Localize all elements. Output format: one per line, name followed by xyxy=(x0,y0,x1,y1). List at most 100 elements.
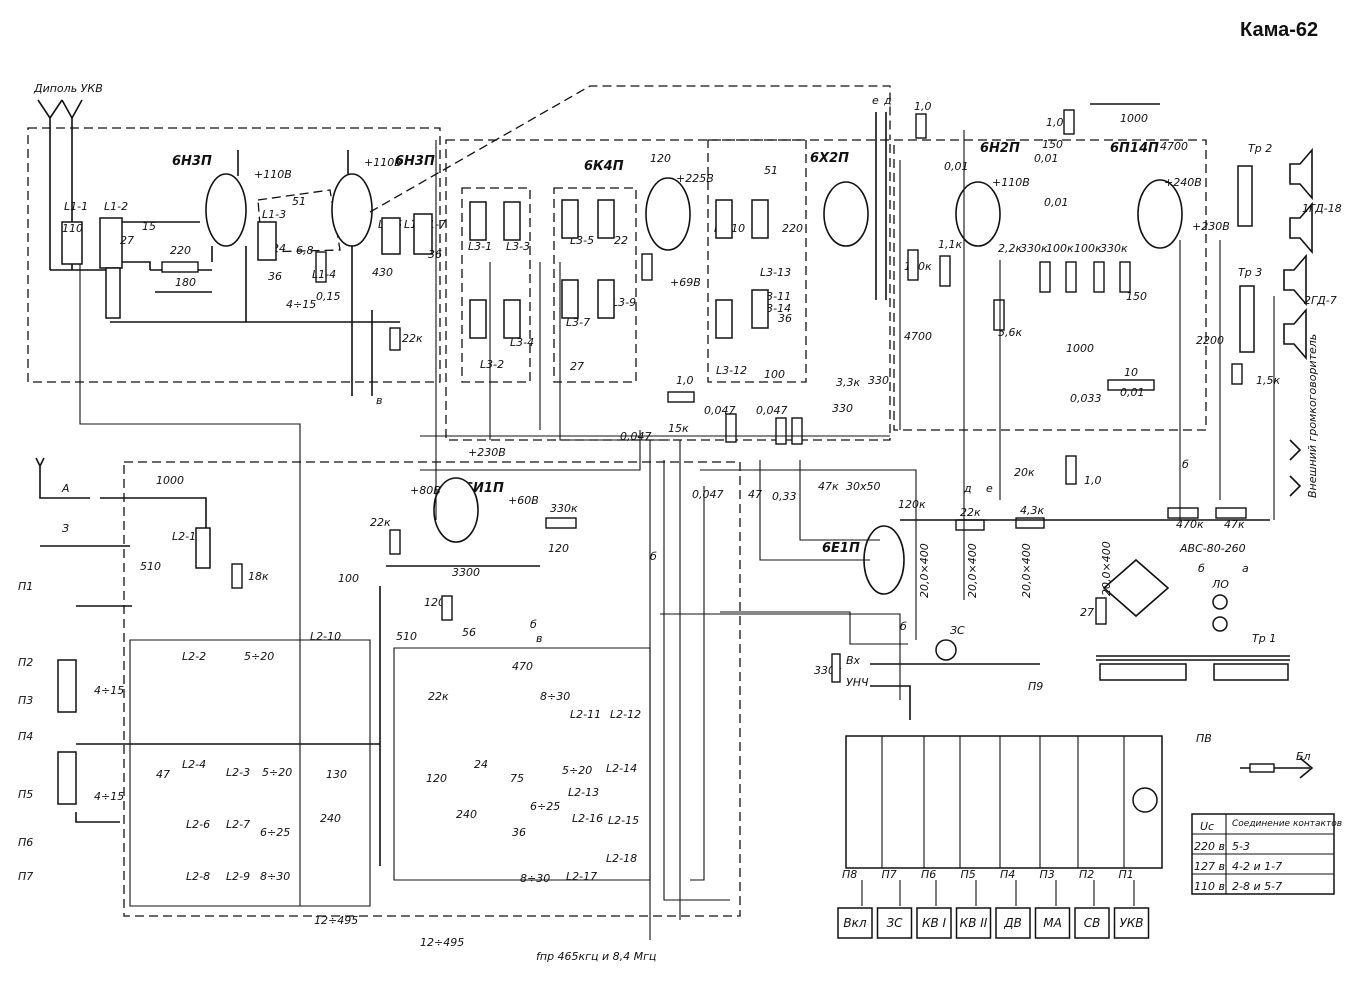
svg-text:330к: 330к xyxy=(1100,242,1128,255)
svg-text:6÷25: 6÷25 xyxy=(260,826,290,839)
svg-text:L3-7: L3-7 xyxy=(566,316,590,329)
svg-text:+80В: +80В xyxy=(410,484,441,497)
svg-text:12÷495: 12÷495 xyxy=(420,936,464,949)
svg-text:15к: 15к xyxy=(668,422,689,435)
button-switch-id: П7 xyxy=(882,868,897,881)
svg-text:1,0: 1,0 xyxy=(1046,116,1064,129)
svg-text:22к: 22к xyxy=(960,506,981,519)
svg-text:3,3к: 3,3к xyxy=(836,376,860,389)
tube-6x2p xyxy=(823,181,869,247)
svg-text:L1-2: L1-2 xyxy=(104,200,128,213)
svg-text:51: 51 xyxy=(292,195,306,208)
svg-text:47: 47 xyxy=(748,488,762,501)
button-label: КВ I xyxy=(922,916,947,930)
svg-text:100к: 100к xyxy=(1046,242,1074,255)
band-button[interactable]: П6 КВ I xyxy=(916,868,952,939)
svg-text:L2-6: L2-6 xyxy=(186,818,210,831)
tube-6n3p-1 xyxy=(205,173,247,247)
tube-label-6n3p-2: 6Н3П xyxy=(395,154,435,169)
svg-text:0,01: 0,01 xyxy=(1044,196,1069,209)
svg-text:L2-15: L2-15 xyxy=(608,814,639,827)
svg-text:Бл: Бл xyxy=(1296,750,1311,763)
button-switch-id: П6 xyxy=(921,868,936,881)
svg-text:180: 180 xyxy=(175,276,196,289)
svg-text:5÷20: 5÷20 xyxy=(562,764,592,777)
svg-text:510: 510 xyxy=(140,560,161,573)
svg-text:330: 330 xyxy=(832,402,853,415)
button-key[interactable] xyxy=(876,907,913,939)
svg-text:L3-2: L3-2 xyxy=(480,358,504,371)
svg-text:а: а xyxy=(1242,562,1249,575)
motor-zs-icon xyxy=(935,639,957,661)
button-key[interactable] xyxy=(1074,907,1110,939)
tube-label-6p14p: 6П14П xyxy=(1110,141,1159,156)
svg-text:ПВ: ПВ xyxy=(1196,732,1212,745)
svg-text:П6: П6 xyxy=(18,836,33,849)
dipole-label: Диполь УКВ xyxy=(33,82,103,95)
svg-text:4÷15: 4÷15 xyxy=(94,684,124,697)
button-label: КВ II xyxy=(960,916,988,930)
svg-text:L2-13: L2-13 xyxy=(568,786,599,799)
svg-text:б: б xyxy=(1182,458,1189,471)
table-row-220-c: 5-3 xyxy=(1232,840,1250,853)
switch-left-labels: П1 П2 П3 П4 П5 П6 П7 xyxy=(18,580,33,883)
button-label: УКВ xyxy=(1119,916,1143,930)
button-key[interactable] xyxy=(916,907,952,939)
svg-text:е: е xyxy=(872,94,879,107)
svg-text:L1-3: L1-3 xyxy=(262,208,286,221)
button-key[interactable] xyxy=(955,907,992,939)
svg-text:П1: П1 xyxy=(18,580,33,593)
rf-coil-bank: А З 1000 L2-1 510 18к П1 П2 П3 П4 П5 П6 … xyxy=(18,457,741,963)
svg-text:24: 24 xyxy=(474,758,488,771)
coil-l1-1 xyxy=(61,221,83,265)
tube-label-6n3p-1: 6Н3П xyxy=(172,154,212,169)
power-transformer-primary xyxy=(1099,663,1187,681)
svg-text:36: 36 xyxy=(428,248,442,261)
svg-text:47к: 47к xyxy=(1224,518,1245,531)
button-key[interactable] xyxy=(995,907,1031,939)
svg-text:L3-1: L3-1 xyxy=(468,240,492,253)
svg-text:4700: 4700 xyxy=(1160,140,1188,153)
svg-text:0,01: 0,01 xyxy=(1034,152,1059,165)
svg-text:330к: 330к xyxy=(550,502,578,515)
svg-text:3300: 3300 xyxy=(452,566,480,579)
svg-text:56: 56 xyxy=(462,626,476,639)
svg-text:20,0×400: 20,0×400 xyxy=(1020,543,1033,598)
svg-text:L2-2: L2-2 xyxy=(182,650,206,663)
tube-label-6n2p: 6Н2П xyxy=(980,141,1020,156)
svg-text:L2-8: L2-8 xyxy=(186,870,210,883)
tube-6n2p xyxy=(955,181,1001,247)
tube-label-6e1p: 6Е1П xyxy=(822,541,860,556)
button-key[interactable] xyxy=(1034,907,1071,939)
svg-text:L2-14: L2-14 xyxy=(606,762,637,775)
coil-l1-2 xyxy=(99,217,123,269)
svg-text:0,047: 0,047 xyxy=(756,404,788,417)
button-key[interactable] xyxy=(1113,907,1150,939)
svg-text:0,033: 0,033 xyxy=(1070,392,1102,405)
button-label: ЗС xyxy=(886,916,903,930)
tone-pot xyxy=(1063,109,1075,135)
bridge-rectifier xyxy=(1102,558,1170,618)
vhf-block: Диполь УКВ L1-1 110 L1-2 27 15 220 180 6… xyxy=(27,82,446,407)
svg-text:+240В: +240В xyxy=(1164,176,1202,189)
table-row-127-c: 4-2 и 1-7 xyxy=(1232,860,1282,873)
button-key[interactable] xyxy=(837,907,873,939)
svg-text:240: 240 xyxy=(320,812,341,825)
svg-text:2ГД-7: 2ГД-7 xyxy=(1304,294,1337,307)
svg-text:П3: П3 xyxy=(18,694,33,707)
svg-text:27: 27 xyxy=(570,360,584,373)
button-switch-id: П3 xyxy=(1040,868,1055,881)
svg-text:L2-18: L2-18 xyxy=(606,852,637,865)
svg-text:36: 36 xyxy=(512,826,526,839)
svg-text:220: 220 xyxy=(782,222,803,235)
svg-text:12÷495: 12÷495 xyxy=(314,914,358,927)
if-frequency-note: fпр 465кгц и 8,4 Мгц xyxy=(536,950,656,963)
svg-text:4,3к: 4,3к xyxy=(1020,504,1044,517)
